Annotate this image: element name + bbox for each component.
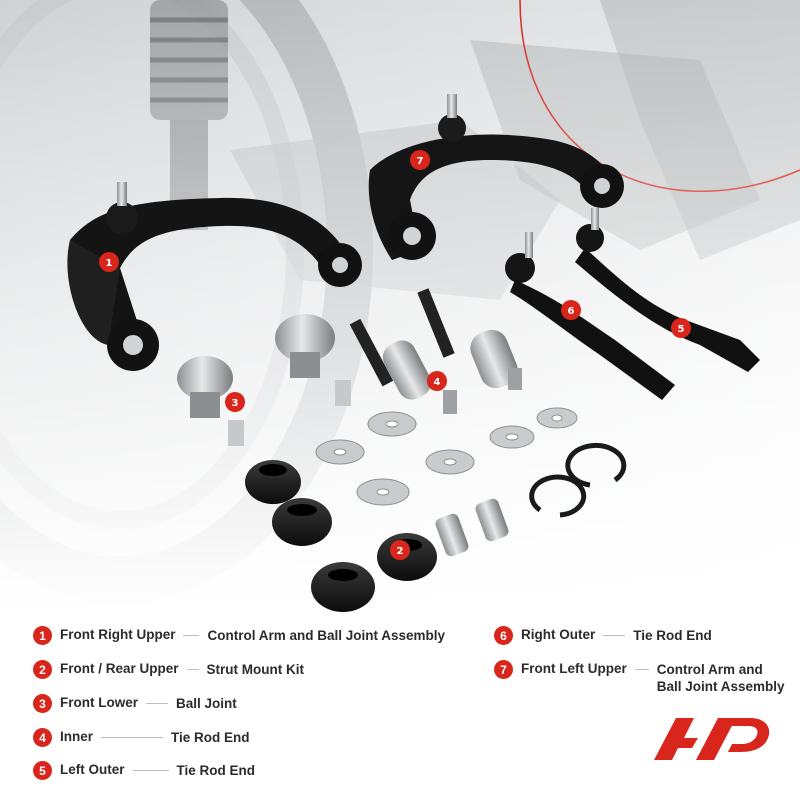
callout-badge-5: 5 [671,318,691,338]
legend-position: Left Outer [60,762,125,777]
svg-text:3: 3 [232,398,239,409]
svg-text:6: 6 [568,306,575,317]
legend-item-7: 7 Front Left Upper Control Arm and Ball … [494,660,785,695]
callout-badge-6: 6 [561,300,581,320]
legend-position: Inner [60,729,94,744]
legend-number-badge: 6 [494,626,513,645]
legend-divider [186,669,199,670]
washers [315,407,578,506]
legend-position: Front Lower [60,695,138,710]
legend-part: Strut Mount Kit [206,662,304,677]
legend-part: Ball Joint [176,696,237,711]
parts-photo: 1 2 3 4 5 6 7 [0,0,800,615]
legend-position: Front Right Upper [60,627,176,642]
callout-badge-4: 4 [427,371,447,391]
legend-number-badge: 2 [33,660,52,679]
callout-badge-3: 3 [225,392,245,412]
legend-number-badge: 4 [33,728,52,747]
legend-item-3: 3 Front Lower Ball Joint [33,694,237,713]
legend-divider [183,635,200,636]
svg-text:5: 5 [678,324,685,335]
legend-position: Front Left Upper [521,661,627,676]
legend-part: Tie Rod End [171,730,250,745]
legend-part: Control Arm and Ball Joint Assembly [657,661,785,695]
legend-part-line-2: Ball Joint Assembly [656,679,785,694]
legend-divider [132,770,169,771]
ap-logo [654,718,770,760]
legend-number-badge: 1 [33,626,52,645]
legend-part-line-1: Control Arm and [656,662,763,677]
legend-position: Front / Rear Upper [60,661,179,676]
legend-divider [603,635,626,636]
svg-text:4: 4 [434,377,441,388]
tie-rod-end-right-outer [505,232,675,400]
legend-divider [146,703,168,704]
legend-item-2: 2 Front / Rear Upper Strut Mount Kit [33,660,304,679]
legend-item-1: 1 Front Right Upper Control Arm and Ball… [33,626,446,645]
svg-text:1: 1 [106,258,113,269]
legend-number-badge: 5 [33,761,52,780]
upper-control-arm-right [67,182,362,371]
legend-item-4: 4 Inner Tie Rod End [33,728,250,747]
legend-divider [101,737,164,738]
legend-item-5: 5 Left Outer Tie Rod End [33,761,256,780]
sleeves [435,498,509,557]
legend-divider [634,669,649,670]
legend-part: Tie Rod End [633,628,712,643]
svg-text:2: 2 [397,546,404,557]
callout-badge-2: 2 [390,540,410,560]
legend-part: Tie Rod End [176,763,256,778]
legend-number-badge: 3 [33,694,52,713]
legend-item-6: 6 Right Outer Tie Rod End [494,626,712,645]
upper-control-arm-left [368,94,624,260]
legend-part: Control Arm and Ball Joint Assembly [207,628,446,643]
inner-tie-rods [349,288,522,414]
legend-position: Right Outer [521,627,596,642]
callout-badge-7: 7 [410,150,430,170]
callout-badge-1: 1 [99,252,119,272]
lower-ball-joints [177,314,351,446]
tie-rod-end-left-outer [575,208,760,372]
svg-text:7: 7 [417,156,424,167]
legend-number-badge: 7 [494,660,513,679]
snap-rings [529,442,627,518]
